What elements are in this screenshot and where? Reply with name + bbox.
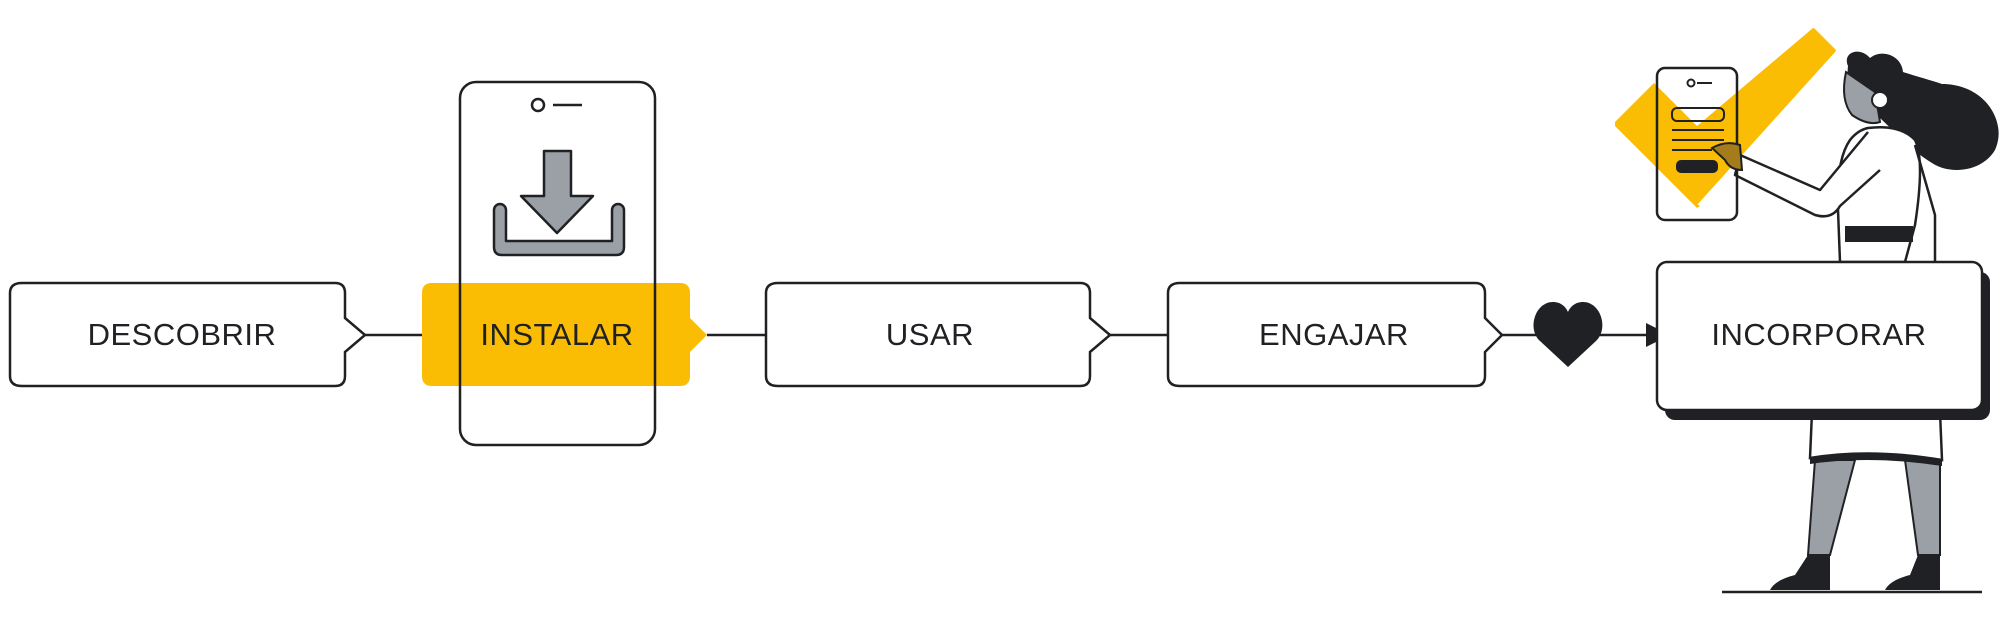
heart-icon — [1533, 302, 1603, 367]
stage-descobrir: DESCOBRIR — [8, 281, 367, 388]
phone-camera — [530, 97, 546, 113]
stage-box-descobrir — [8, 281, 367, 388]
stage-instalar: INSTALAR — [422, 80, 707, 447]
stage-incorporar: INCORPORAR — [1655, 260, 1990, 420]
stage-label-usar: USAR — [886, 317, 974, 352]
stage-label-incorporar: INCORPORAR — [1711, 317, 1926, 352]
download-icon — [492, 149, 626, 257]
stage-engajar: ENGAJAR — [1166, 281, 1504, 388]
stage-box-usar — [764, 281, 1112, 388]
person-illustration — [1615, 28, 1999, 594]
phone-outline — [458, 80, 657, 447]
stage-label-descobrir: DESCOBRIR — [88, 317, 277, 352]
stage-box-instalar — [422, 283, 707, 386]
stage-label-instalar: INSTALAR — [480, 317, 633, 352]
connector-4 — [1502, 302, 1670, 367]
stage-usar: USAR — [764, 281, 1112, 388]
stage-box-incorporar — [1655, 260, 1984, 412]
stage-label-engajar: ENGAJAR — [1259, 317, 1409, 352]
stage-box-engajar — [1166, 281, 1504, 388]
